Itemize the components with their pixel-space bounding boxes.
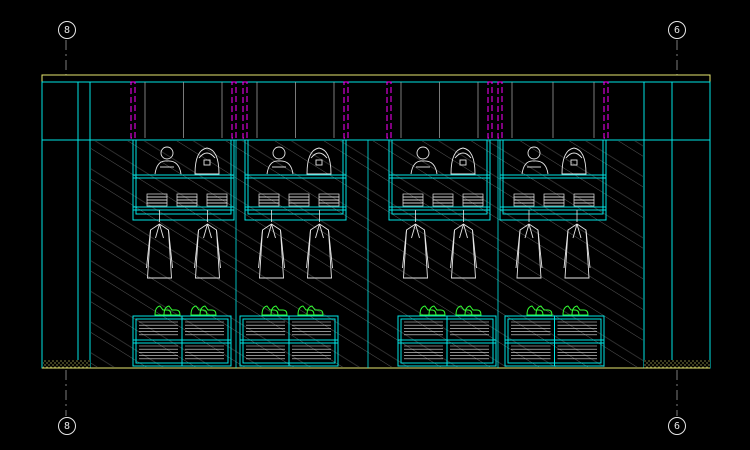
shoes-icon bbox=[526, 305, 553, 316]
handbag-icon bbox=[450, 147, 476, 175]
drawer-front bbox=[246, 345, 285, 360]
grid-bubble-right-top: 6 bbox=[668, 21, 686, 39]
hanging-coat bbox=[146, 223, 173, 279]
base-strip-left bbox=[43, 360, 90, 368]
grid-axes bbox=[65, 40, 678, 416]
folded-clothes-stack bbox=[206, 193, 228, 207]
base-drawer-cabinet bbox=[132, 315, 232, 367]
shoes-icon bbox=[419, 305, 446, 316]
shoes-icon bbox=[154, 305, 181, 316]
drawer-front bbox=[404, 321, 443, 336]
base-drawer-cabinet bbox=[397, 315, 497, 367]
folded-clothes-stack bbox=[543, 193, 565, 207]
bay-3 bbox=[386, 81, 497, 367]
hanging-coat bbox=[402, 223, 429, 279]
bay-2 bbox=[239, 81, 349, 367]
drawer-front bbox=[139, 321, 178, 336]
drawer-front bbox=[292, 321, 331, 336]
grid-bubble-left-bottom: 8 bbox=[58, 417, 76, 435]
folded-clothes-stack bbox=[176, 193, 198, 207]
drawer-front bbox=[511, 321, 551, 336]
bay-1 bbox=[130, 81, 237, 367]
handbag-icon bbox=[194, 147, 220, 175]
drawer-front bbox=[185, 345, 224, 360]
folded-clothes-stack bbox=[146, 193, 168, 207]
hanging-display-cabinet bbox=[388, 139, 491, 221]
drawer-front bbox=[557, 345, 597, 360]
figurine-icon bbox=[266, 146, 294, 175]
base-drawer-cabinet bbox=[239, 315, 339, 367]
hanging-coat bbox=[258, 223, 285, 279]
figurine-icon bbox=[521, 146, 549, 175]
drawer-front bbox=[557, 321, 597, 336]
drawer-front bbox=[450, 345, 489, 360]
handbag-icon bbox=[306, 147, 332, 175]
folded-clothes-stack bbox=[258, 193, 280, 207]
hatched-wall bbox=[91, 141, 643, 367]
figurine-icon bbox=[154, 146, 182, 175]
folded-clothes-stack bbox=[573, 193, 595, 207]
shoes-icon bbox=[297, 305, 324, 316]
folded-clothes-stack bbox=[402, 193, 424, 207]
drawer-front bbox=[511, 345, 551, 360]
bay-4 bbox=[497, 81, 609, 367]
folded-clothes-stack bbox=[318, 193, 340, 207]
folded-clothes-stack bbox=[462, 193, 484, 207]
base-drawer-cabinet bbox=[504, 315, 605, 367]
drawer-front bbox=[185, 321, 224, 336]
folded-clothes-stack bbox=[432, 193, 454, 207]
hanging-display-cabinet bbox=[499, 139, 607, 221]
hanging-coat bbox=[515, 223, 543, 279]
hanging-coat bbox=[563, 223, 591, 279]
shoes-icon bbox=[261, 305, 288, 316]
grid-bubble-left-top: 8 bbox=[58, 21, 76, 39]
shoes-icon bbox=[190, 305, 217, 316]
drawer-front bbox=[246, 321, 285, 336]
hanging-coat bbox=[450, 223, 477, 279]
ceiling bbox=[41, 74, 711, 141]
shoes-icon bbox=[455, 305, 482, 316]
folded-clothes-stack bbox=[288, 193, 310, 207]
drawer-front bbox=[292, 345, 331, 360]
hanging-coat bbox=[306, 223, 333, 279]
hanging-display-cabinet bbox=[132, 139, 235, 221]
drawer-front bbox=[404, 345, 443, 360]
hanging-display-cabinet bbox=[244, 139, 347, 221]
shoes-icon bbox=[562, 305, 589, 316]
drawer-front bbox=[139, 345, 178, 360]
folded-clothes-stack bbox=[513, 193, 535, 207]
base-strip-right bbox=[644, 360, 710, 368]
drawer-front bbox=[450, 321, 489, 336]
handbag-icon bbox=[561, 147, 587, 175]
wall-dividers bbox=[235, 140, 499, 368]
hanging-coat bbox=[194, 223, 221, 279]
grid-bubble-right-bottom: 6 bbox=[668, 417, 686, 435]
display-bays bbox=[130, 81, 609, 367]
figurine-icon bbox=[410, 146, 438, 175]
